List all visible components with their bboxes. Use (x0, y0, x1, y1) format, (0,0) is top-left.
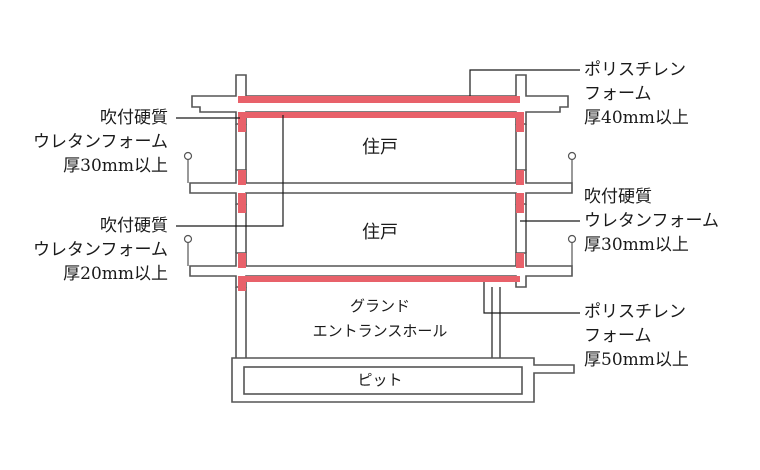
room-unit-lower: 住戸 (362, 222, 398, 243)
room-hall-line1: グランド (349, 297, 410, 315)
room-hall-line2: エントランスホール (312, 322, 448, 340)
label-left-mid: 吹付硬質 ウレタンフォーム 厚20mm以上 (33, 216, 168, 284)
room-unit-upper: 住戸 (362, 137, 398, 158)
room-pit: ピット (357, 371, 403, 389)
label-right-mid: 吹付硬質 ウレタンフォーム 厚30mm以上 (584, 187, 719, 255)
label-left-top: 吹付硬質 ウレタンフォーム 厚30mm以上 (33, 108, 168, 176)
label-right-top: ポリスチレン フォーム 厚40mm以上 (584, 60, 689, 128)
insulation-layers (238, 96, 524, 291)
leader-lines (176, 69, 580, 314)
pit-structure (231, 357, 575, 403)
label-right-bottom: ポリスチレン フォーム 厚50mm以上 (584, 302, 689, 370)
pit-inner (243, 366, 523, 395)
floor-slab-upper (189, 169, 573, 205)
